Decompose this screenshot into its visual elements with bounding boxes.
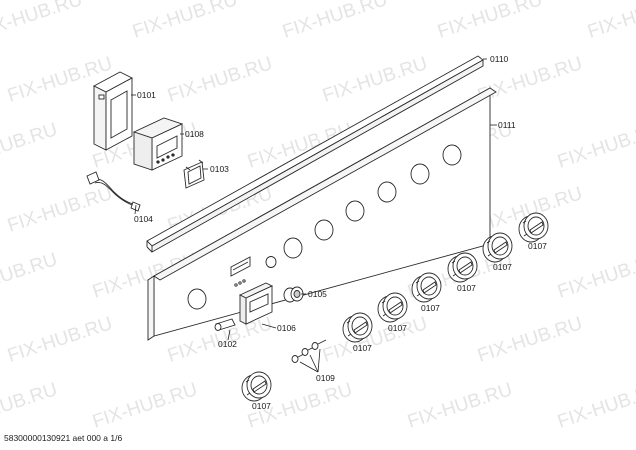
label-0108: 0108	[185, 129, 204, 139]
knob-0107	[447, 252, 478, 283]
label-0107-c: 0107	[457, 283, 476, 293]
label-0107-b: 0107	[493, 262, 512, 272]
watermark-text: FIX-HUB.RU	[435, 0, 545, 43]
part-0109-screws	[291, 339, 327, 363]
part-0106-display-module	[238, 282, 274, 325]
part-0107-knobs	[241, 212, 549, 402]
part-0105-lamp	[283, 286, 304, 303]
part-0101-bracket	[93, 71, 133, 151]
label-0107-d: 0107	[421, 303, 440, 313]
label-0103: 0103	[210, 164, 229, 174]
watermark-text: FIX-HUB.RU	[475, 313, 585, 367]
panel-display-window	[230, 256, 251, 287]
watermark-text: FIX-HUB.RU	[405, 379, 515, 433]
knob-0107	[342, 312, 373, 343]
knob-0107	[482, 232, 513, 263]
label-0107-a: 0107	[528, 241, 547, 251]
panel-knob-holes	[187, 144, 462, 310]
watermark-text: FIX-HUB.RU	[585, 0, 636, 43]
part-0103-bezel	[183, 159, 205, 189]
label-0107-g: 0107	[252, 401, 271, 411]
watermark-text: FIX-HUB.RU	[280, 0, 390, 43]
part-0108-clock-module	[132, 117, 184, 171]
watermark-text: FIX-HUB.RU	[555, 119, 636, 173]
part-number-labels: 0101 0108 0103 0104 0110 0111 0105 0106 …	[134, 54, 547, 411]
label-0104: 0104	[134, 214, 153, 224]
watermark-text: FIX-HUB.RU	[0, 119, 60, 173]
watermark-text: FIX-HUB.RU	[165, 53, 275, 107]
watermark-text: FIX-HUB.RU	[0, 249, 60, 303]
document-footer-code: 58300000130921 aet 000 a 1/6	[4, 433, 123, 443]
label-0109: 0109	[316, 373, 335, 383]
watermark-text: FIX-HUB.RU	[5, 313, 115, 367]
label-0105: 0105	[308, 289, 327, 299]
leader-lines	[131, 58, 497, 373]
watermark-text: FIX-HUB.RU	[0, 0, 85, 43]
watermark-text: FIX-HUB.RU	[555, 379, 636, 433]
label-0107-e: 0107	[388, 323, 407, 333]
part-0102-pin	[214, 318, 236, 331]
watermark-text: FIX-HUB.RU	[130, 0, 240, 43]
watermark-text: FIX-HUB.RU	[5, 183, 115, 237]
part-0104-cable	[86, 171, 141, 212]
knob-0107	[518, 212, 549, 243]
label-0106: 0106	[277, 323, 296, 333]
knob-0107	[241, 371, 272, 402]
part-0110-trim-strip	[146, 55, 484, 253]
label-0102: 0102	[218, 339, 237, 349]
watermark-text: FIX-HUB.RU	[555, 249, 636, 303]
label-0107-f: 0107	[353, 343, 372, 353]
label-0111: 0111	[498, 120, 516, 130]
watermark-text: FIX-HUB.RU	[90, 379, 200, 433]
part-0111-control-panel	[147, 87, 497, 341]
watermark-text: FIX-HUB.RU	[0, 379, 60, 433]
watermark-text: FIX-HUB.RU	[320, 313, 430, 367]
knob-0107	[411, 272, 442, 303]
label-0101: 0101	[137, 90, 156, 100]
label-0110: 0110	[490, 54, 509, 64]
knob-0107	[377, 292, 408, 323]
